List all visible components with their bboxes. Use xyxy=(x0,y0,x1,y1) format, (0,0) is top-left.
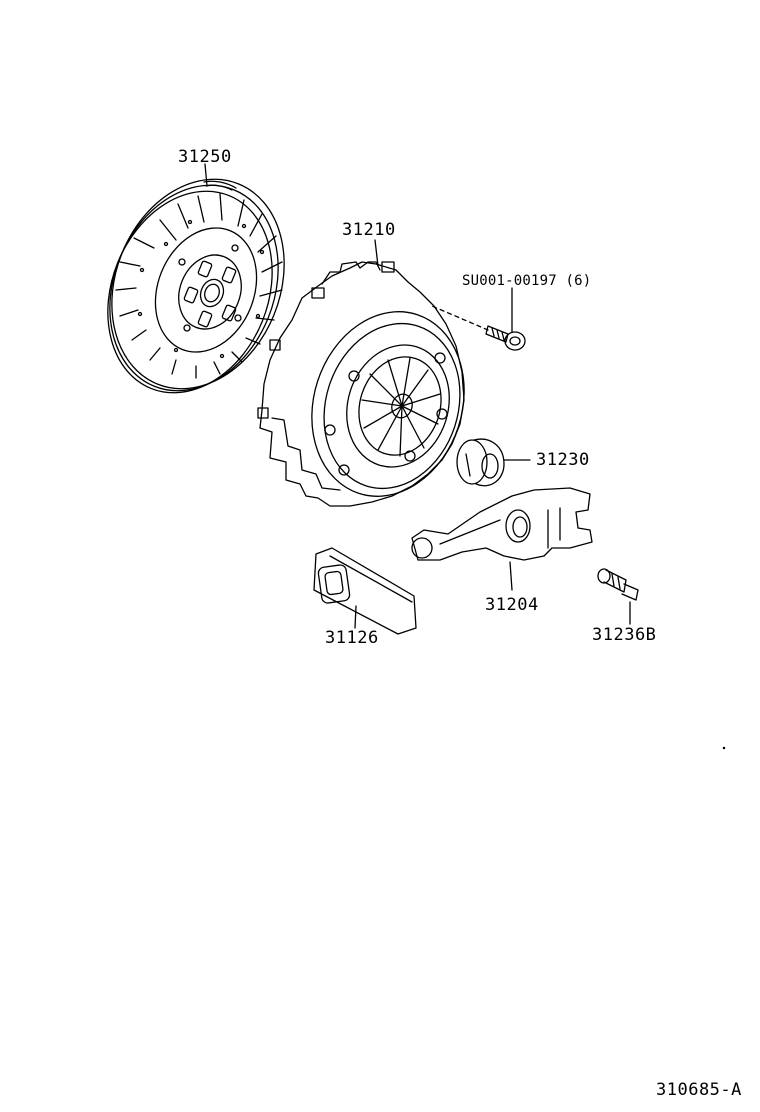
stray-dot xyxy=(722,746,726,750)
clutch-disc-drawing xyxy=(107,178,285,394)
label-31236b: 31236B xyxy=(592,625,657,645)
label-bolt: SU001-00197 (6) xyxy=(462,273,592,289)
fork-boot-drawing xyxy=(313,547,417,635)
bolt-dash-line xyxy=(431,305,489,331)
figure-code: 310685-A xyxy=(656,1080,742,1100)
label-31230: 31230 xyxy=(536,450,590,470)
leader-31210 xyxy=(374,239,379,267)
leader-31204 xyxy=(509,561,513,591)
release-bearing-drawing xyxy=(456,438,505,487)
clutch-cover-drawing xyxy=(257,261,465,507)
leader-31250 xyxy=(204,163,208,187)
pivot-stud-drawing xyxy=(597,568,639,601)
release-fork-drawing xyxy=(411,487,593,561)
label-31250: 31250 xyxy=(178,147,232,167)
label-31204: 31204 xyxy=(485,595,539,615)
label-31210: 31210 xyxy=(342,220,396,240)
label-31126: 31126 xyxy=(325,628,379,648)
leader-31126 xyxy=(354,605,357,629)
bolt-drawing xyxy=(485,325,526,351)
